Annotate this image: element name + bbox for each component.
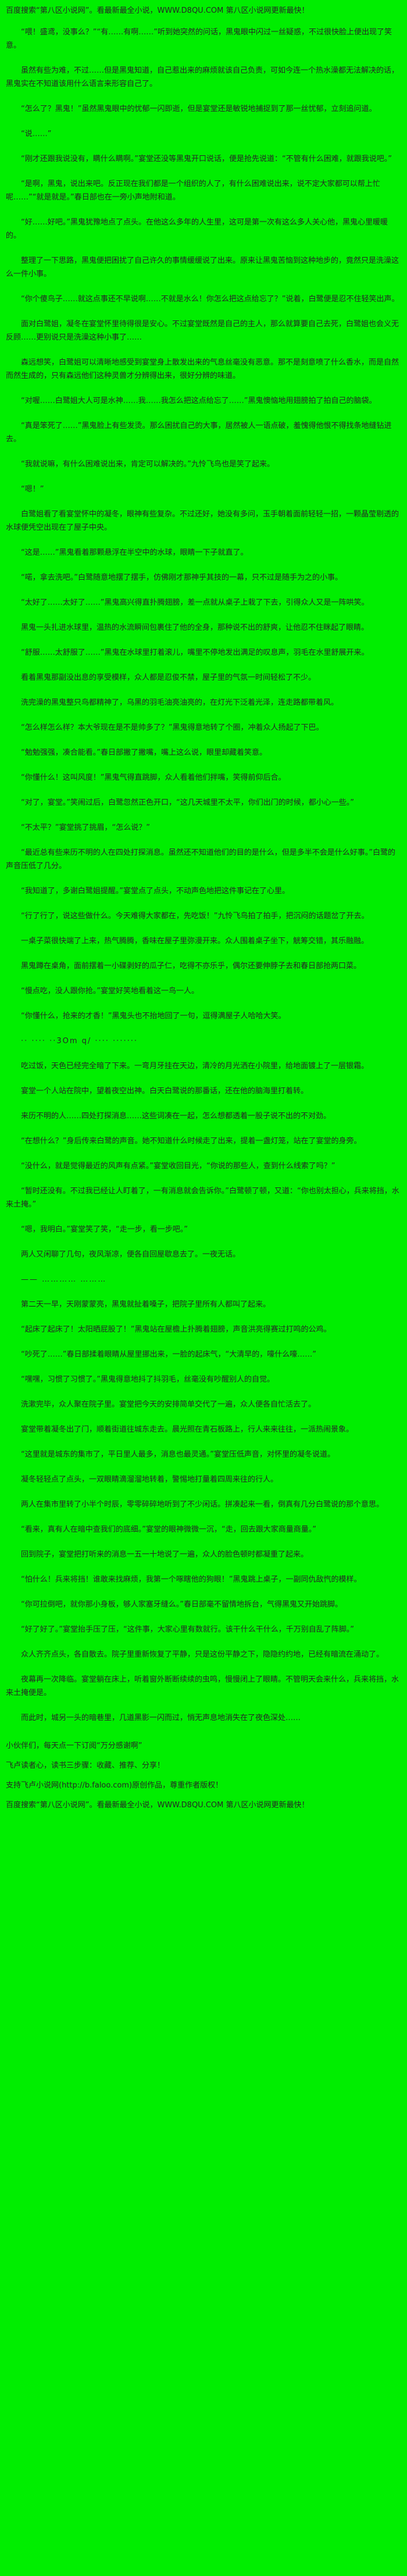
paragraph: “嘿嘿，习惯了习惯了。”黑鬼得意地抖了抖羽毛，丝毫没有吵醒别人的自觉。 xyxy=(21,1375,274,1384)
scene-separator: —— ………… ……… xyxy=(21,1275,107,1284)
paragraph: “我知道了，多谢白鹭姐提醒。”宴堂点了点头，不动声色地把这件事记在了心里。 xyxy=(21,887,290,895)
paragraph: “你个傻鸟子……就这点事还不早说啊……不就是水么！你怎么把这点给忘了？”说着，白… xyxy=(21,295,399,304)
paragraph: 看着黑鬼那副没出息的享受模样，众人都是忍俊不禁，屋子里的气氛一时间轻松了不少。 xyxy=(21,673,316,682)
paragraph: “这里就是城东的集市了，平日里人最多，消息也最灵通。”宴堂压低声音，对怀里的凝冬… xyxy=(21,1450,335,1459)
paragraph: “不太平？”宴堂挑了挑眉，“怎么说？” xyxy=(21,823,150,832)
promo-footer[interactable]: 百度搜索“第八区小说网”。看最新最全小说，WWW.D8QU.COM 第八区小说网… xyxy=(6,1801,309,1810)
paragraph: “起床了起床了！太阳晒屁股了！”黑鬼站在屋檐上扑腾着翅膀，声音洪亮得赛过打鸣的公… xyxy=(21,1325,331,1334)
paragraph: “看来，真有人在暗中查我们的底细。”宴堂的眼神微微一沉，“走，回去跟大家商量商量… xyxy=(21,1525,316,1534)
paragraph: 洗完澡的黑鬼整只鸟都精神了，乌黑的羽毛油亮油亮的，在灯光下泛着光泽，连走路都带着… xyxy=(21,698,339,707)
paragraph: 整理了一下思路，黑鬼便把困扰了自己许久的事情缓缓说了出来。原来让黑鬼苦恼到这种地… xyxy=(6,256,399,279)
paragraph: “我就说嘛，有什么困难说出来，肯定可以解决的。”九怜飞鸟也是笑了起来。 xyxy=(21,460,274,469)
paragraph: 黑鬼蹲在桌角，面前摆着一小碟剥好的瓜子仁，吃得不亦乐乎，偶尔还要伸脖子去和春日部… xyxy=(21,962,362,971)
footer-reading-steps: 飞卢读者心，读书三步骤：收藏、推荐、分享！ xyxy=(6,1761,165,1770)
paragraph: “你懂什么！这叫风度！”黑鬼气得直跳脚，众人看着他们拌嘴，笑得前仰后合。 xyxy=(21,773,286,782)
paragraph: “对了，宴堂。”笑闹过后，白鹭忽然正色开口，“这几天城里不太平，你们出门的时候，… xyxy=(21,798,354,807)
paragraph: 面对白鹭姐，凝冬在宴堂怀里待得很是安心。不过宴堂既然是自己的主人，那么就算要自己… xyxy=(6,320,399,342)
paragraph: “你懂什么，抢来的才香！”黑鬼头也不抬地回了一句，逗得满屋子人哈哈大笑。 xyxy=(21,1012,286,1021)
promo-header[interactable]: 百度搜索“第八区小说网”。看最新最全小说，WWW.D8QU.COM 第八区小说网… xyxy=(6,6,309,15)
paragraph: 黑鬼一头扎进水球里，温热的水流瞬间包裹住了他的全身，那种说不出的舒爽，让他忍不住… xyxy=(21,623,369,632)
paragraph: 众人齐齐点头，各自散去。院子里重新恢复了平静，只是这份平静之下，隐隐约约地，已经… xyxy=(21,1650,384,1659)
paragraph: 洗漱完毕，众人聚在院子里。宴堂把今天的安排简单交代了一遍，众人便各自忙活去了。 xyxy=(21,1400,316,1409)
paragraph: 一桌子菜很快端了上来，热气腾腾，香味在屋子里弥漫开来。众人围着桌子坐下，觥筹交错… xyxy=(21,937,369,946)
paragraph: 凝冬轻轻点了点头，一双眼睛滴溜溜地转着，警惕地打量着四周来往的行人。 xyxy=(21,1475,279,1484)
paragraph: 虽然有些为难，不过……但是黑鬼知道，自己惹出来的麻烦就该自己负责，可如今连一个热… xyxy=(6,66,399,88)
paragraph: “这是……”黑鬼看着那颗悬浮在半空中的水球，眼睛一下子就直了。 xyxy=(21,548,248,557)
paragraph: “真是笨死了……”黑鬼脸上有些发烫。那么困扰自己的大事，居然被人一语点破，羞愧得… xyxy=(6,422,392,444)
paragraph: “嗯！” xyxy=(21,485,44,494)
paragraph: 两人在集市里转了小半个时辰，零零碎碎地听到了不少闲话。拼凑起来一看，倒真有几分白… xyxy=(21,1500,384,1509)
paragraph: “吵死了……”春日部揉着眼睛从屋里挪出来，一脸的起床气，“大清早的，嚎什么嚎……… xyxy=(21,1350,316,1359)
paragraph: “在想什么？”身后传来白鹭的声音。她不知道什么时候走了出来，提着一盏灯笼，站在了… xyxy=(21,1137,362,1146)
scene-separator: ·· ···· ··3Om q/ ···· ······· xyxy=(21,1037,138,1046)
paragraph: 第二天一早，天刚蒙蒙亮，黑鬼就扯着嗓子，把院子里所有人都叫了起来。 xyxy=(21,1300,271,1309)
paragraph: “喂！盛鸢，没事么？”“有……有啊……”听到她突然的问话，黑鬼眼中闪过一丝疑惑，… xyxy=(6,28,392,50)
paragraph: “没什么，就是觉得最近的风声有点紧。”宴堂收回目光，“你说的那些人，查到什么线索… xyxy=(21,1162,335,1171)
paragraph: “你可拉倒吧，就你那小身板，够人家塞牙缝么。”春日部毫不留情地拆台，气得黑鬼又开… xyxy=(21,1600,342,1609)
paragraph: “慢点吃，没人跟你抢。”宴堂好笑地看着这一鸟一人。 xyxy=(21,987,199,996)
paragraph: “舒服……太舒服了……”黑鬼在水球里打着滚儿，嘴里不停地发出满足的叹息声，羽毛在… xyxy=(21,648,369,657)
chapter-content: “喂！盛鸢，没事么？”“有……有啊……”听到她突然的问话，黑鬼眼中闪过一丝疑惑，… xyxy=(6,26,401,1725)
paragraph: “最近总有些来历不明的人在四处打探消息。虽然还不知道他们的目的是什么，但是多半不… xyxy=(6,848,395,870)
paragraph: “暂时还没有。不过我已经让人盯着了，一有消息就会告诉你。”白鹭顿了顿，又道：“你… xyxy=(6,1187,399,1209)
paragraph: 夜幕再一次降临。宴堂躺在床上，听着窗外断断续续的虫鸣，慢慢闭上了眼睛。不管明天会… xyxy=(6,1675,399,1697)
paragraph: “嗯，我明白。”宴堂笑了笑，“走一步，看一步吧。” xyxy=(21,1225,188,1234)
paragraph: “太好了……太好了……”黑鬼高兴得直扑腾翅膀，差一点就从桌子上栽了下去，引得众人… xyxy=(21,598,369,607)
paragraph: 森远想笑，白鹭姐可以清晰地感受到宴堂身上散发出来的气息丝毫没有恶意。那不是刻意喷… xyxy=(6,358,399,380)
paragraph: “好了好了。”宴堂抬手压了压，“这件事，大家心里有数就行。该干什么干什么，千万别… xyxy=(21,1625,354,1634)
footer-subscribe-note: 小伙伴们，每天点一下订阅“万分感谢啊” xyxy=(6,1742,142,1750)
paragraph: “怎么样怎么样？本大爷现在是不是帅多了？”黑鬼得意地转了个圈，冲着众人扬起了下巴… xyxy=(21,723,324,732)
footer-copyright-link[interactable]: 支持飞卢小说网(http://b.faloo.com)原创作品，尊重作者版权！ xyxy=(6,1781,223,1790)
paragraph: 回到院子，宴堂把打听来的消息一五一十地说了一遍，众人的脸色顿时都凝重了起来。 xyxy=(21,1550,309,1559)
paragraph: “喏，拿去洗吧。”白鹭随意地摆了摆手，仿佛刚才那神乎其技的一幕，只不过是随手为之… xyxy=(21,573,342,582)
paragraph: “勉勉强强，凑合能看。”春日部撇了撇嘴，嘴上这么说，眼里却藏着笑意。 xyxy=(21,748,267,757)
paragraph: “行了行了，说这些做什么。今天难得大家都在，先吃饭！”九怜飞鸟拍了拍手，把沉闷的… xyxy=(21,912,369,920)
paragraph: 白鹭姐看了看宴堂怀中的凝冬，眼神有些复杂。不过还好，她没有多问，玉手朝着面前轻轻… xyxy=(6,510,399,532)
paragraph: “好……好吧。”黑鬼犹豫地点了点头。在他这么多年的人生里，这可是第一次有这么多人… xyxy=(6,218,388,240)
paragraph: “刚才还跟我说没有，瞒什么瞒啊。”宴堂还没等黑鬼开口说话，便是抢先说道：“不管有… xyxy=(21,155,392,163)
paragraph: “怎么了？黑鬼！”虽然黑鬼眼中的忧郁一闪即逝，但是宴堂还是敏锐地捕捉到了那一丝忧… xyxy=(21,105,377,113)
footer: 小伙伴们，每天点一下订阅“万分感谢啊” 飞卢读者心，读书三步骤：收藏、推荐、分享… xyxy=(6,1740,401,1812)
paragraph: “说……” xyxy=(21,130,52,138)
paragraph: “对喔……白鹭姐大人可是水神……我……我怎么把这点给忘了……”黑鬼懊恼地用翅膀拍… xyxy=(21,397,377,405)
paragraph: 吃过饭，天色已经完全暗了下来。一弯月牙挂在天边，清冷的月光洒在小院里，给地面镀上… xyxy=(21,1062,369,1071)
paragraph: “是啊，黑鬼，说出来吧。反正现在我们都是一个组织的人了，有什么困难说出来，说不定… xyxy=(6,180,380,202)
paragraph: 宴堂带着凝冬出了门，顺着街道往城东走去。晨光照在青石板路上，行人来来往往，一派热… xyxy=(21,1425,354,1434)
paragraph: 两人又闲聊了几句，夜风渐凉，便各自回屋歇息去了。一夜无话。 xyxy=(21,1250,241,1259)
paragraph: 来历不明的人……四处打探消息……这些词凑在一起，怎么想都透着一股子说不出的不对劲… xyxy=(21,1112,331,1121)
paragraph: 宴堂一个人站在院中，望着夜空出神。白天白鹭说的那番话，还在他的脑海里打着转。 xyxy=(21,1087,309,1096)
paragraph: 而此时，城另一头的暗巷里，几道黑影一闪而过，悄无声息地消失在了夜色深处…… xyxy=(21,1714,301,1722)
paragraph: “怕什么！兵来将挡！谁敢来找麻烦，我第一个啄瞎他的狗眼！”黑鬼跳上桌子，一副同仇… xyxy=(21,1575,362,1584)
